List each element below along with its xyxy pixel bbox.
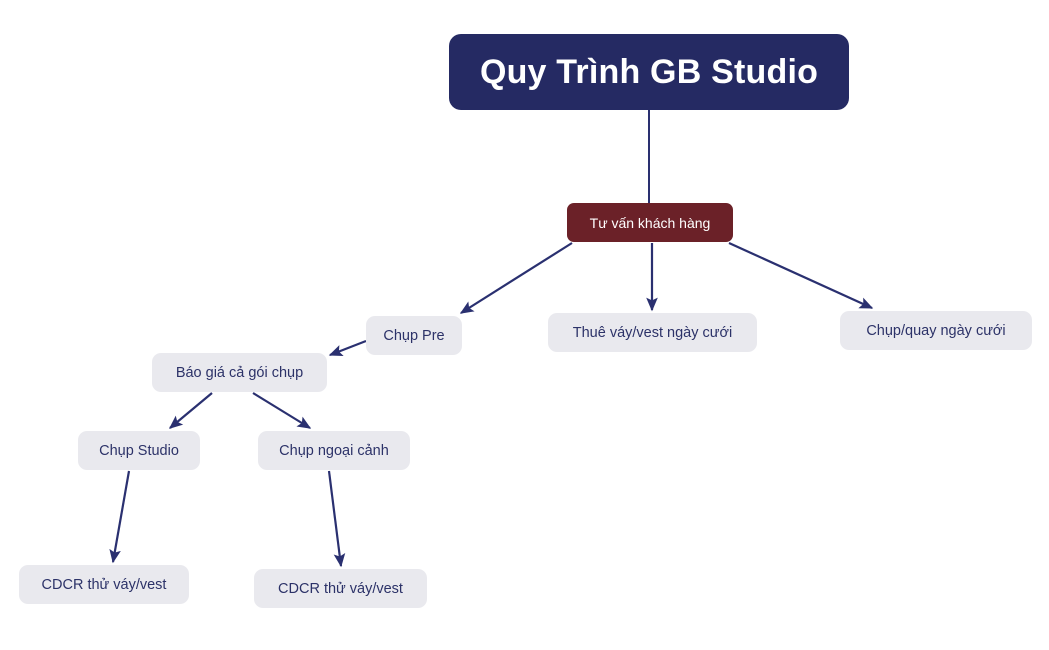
edge-bao-gia-to-chup-ngoai-canh <box>252 392 312 429</box>
edge-chup-pre-to-bao-gia <box>328 339 367 357</box>
node-label-chup-studio: Chụp Studio <box>99 442 179 459</box>
node-thue-vay-vest-ngay-cuoi[interactable]: Thuê váy/vest ngày cưới <box>548 313 757 352</box>
node-label-tu-van-khach-hang: Tư vấn khách hàng <box>589 214 711 231</box>
edge-tu-van-to-chup-quay <box>728 241 874 310</box>
node-chup-studio[interactable]: Chụp Studio <box>78 431 200 470</box>
node-cdcr-thu-vay-vest-studio[interactable]: CDCR thử váy/vest <box>19 565 189 604</box>
edge-bao-gia-to-chup-studio <box>168 392 213 429</box>
node-cdcr-thu-vay-vest-ngoai-canh[interactable]: CDCR thử váy/vest <box>254 569 427 608</box>
node-label-bao-gia-ca-goi-chup: Báo giá cả gói chụp <box>175 364 304 381</box>
node-label-chup-quay-ngay-cuoi: Chụp/quay ngày cưới <box>866 322 1006 339</box>
node-label-thue-vay-vest-ngay-cuoi: Thuê váy/vest ngày cưới <box>572 324 733 341</box>
node-label-chup-ngoai-canh: Chụp ngoại cảnh <box>279 442 389 459</box>
node-label-title: Quy Trình GB Studio <box>479 52 819 91</box>
node-label-chup-pre: Chụp Pre <box>383 327 445 344</box>
node-chup-quay-ngay-cuoi[interactable]: Chụp/quay ngày cưới <box>840 311 1032 350</box>
node-tu-van-khach-hang[interactable]: Tư vấn khách hàng <box>567 203 733 242</box>
node-chup-ngoai-canh[interactable]: Chụp ngoại cảnh <box>258 431 410 470</box>
node-title[interactable]: Quy Trình GB Studio <box>449 34 849 110</box>
edge-tu-van-to-chup-pre <box>459 242 573 314</box>
node-label-cdcr-thu-vay-vest-studio: CDCR thử váy/vest <box>41 576 167 593</box>
edge-chup-studio-to-cdcr-1 <box>109 470 131 564</box>
edge-chup-ngoai-canh-to-cdcr-2 <box>327 470 346 568</box>
node-bao-gia-ca-goi-chup[interactable]: Báo giá cả gói chụp <box>152 353 327 392</box>
node-chup-pre[interactable]: Chụp Pre <box>366 316 462 355</box>
node-label-cdcr-thu-vay-vest-ngoai-canh: CDCR thử váy/vest <box>278 580 403 597</box>
